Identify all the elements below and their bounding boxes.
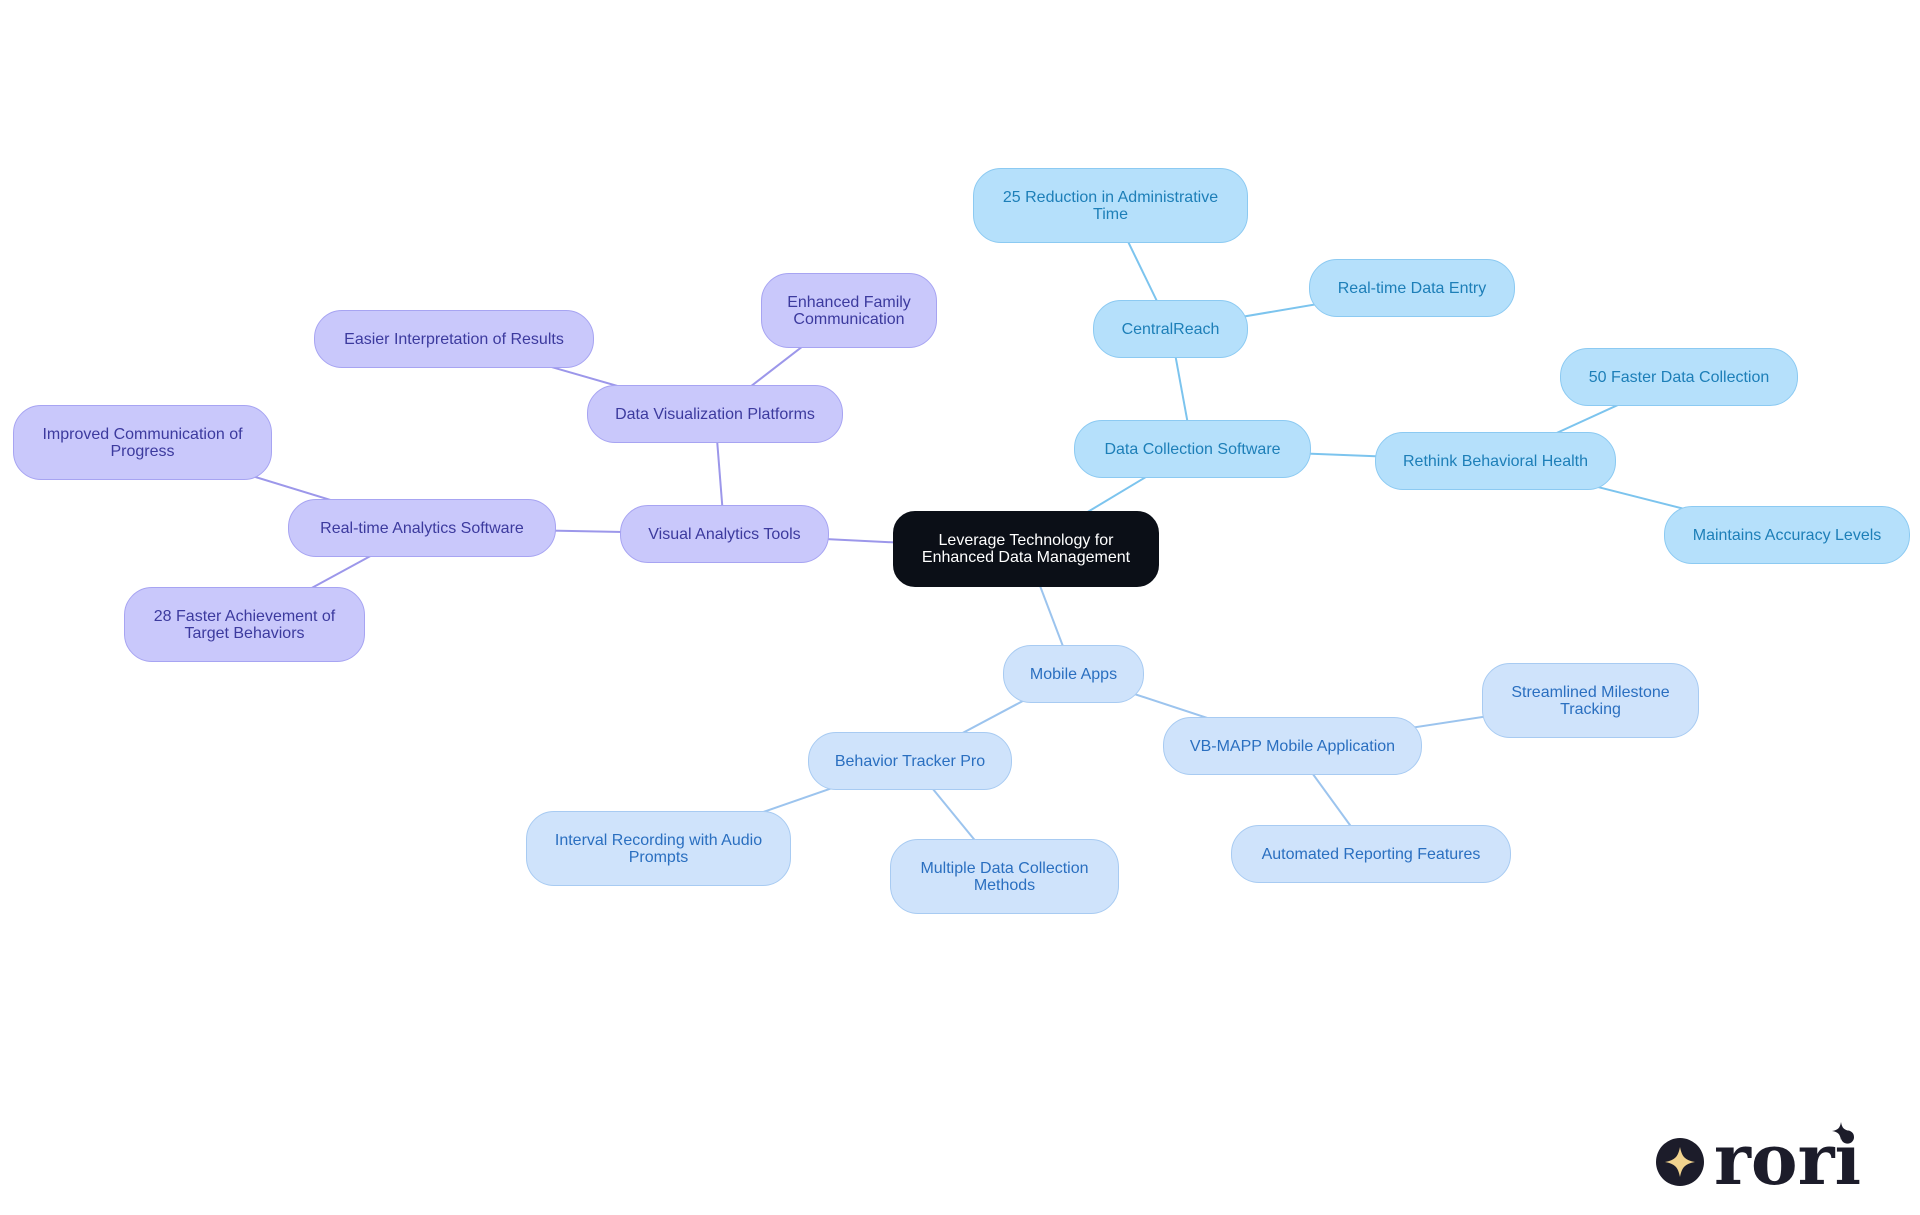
- node-maintains-accuracy: Maintains Accuracy Levels: [1664, 506, 1910, 564]
- node-improved-communication: Improved Communication of Progress: [13, 405, 272, 480]
- logo-star-icon: [1832, 1122, 1850, 1140]
- node-visual-analytics-tools: Visual Analytics Tools: [620, 505, 829, 563]
- node-admin-time-reduction: 25 Reduction in Administrative Time: [973, 168, 1248, 243]
- rori-logo: rori: [1656, 1122, 1860, 1186]
- node-faster-data-collection: 50 Faster Data Collection: [1560, 348, 1798, 406]
- node-data-collection-software: Data Collection Software: [1074, 420, 1311, 478]
- logo-wordmark: rori: [1714, 1122, 1860, 1186]
- node-interval-recording: Interval Recording with Audio Prompts: [526, 811, 791, 886]
- node-real-time-data-entry: Real-time Data Entry: [1309, 259, 1515, 317]
- node-multiple-collection-methods: Multiple Data Collection Methods: [890, 839, 1119, 914]
- root-node: Leverage Technology for Enhanced Data Ma…: [893, 511, 1159, 587]
- node-vb-mapp-app: VB-MAPP Mobile Application: [1163, 717, 1422, 775]
- node-faster-target-behaviors: 28 Faster Achievement of Target Behavior…: [124, 587, 365, 662]
- node-data-visualization-platforms: Data Visualization Platforms: [587, 385, 843, 443]
- node-easier-interpretation: Easier Interpretation of Results: [314, 310, 594, 368]
- sparkle-icon: [1656, 1138, 1704, 1186]
- node-mobile-apps: Mobile Apps: [1003, 645, 1144, 703]
- node-centralreach: CentralReach: [1093, 300, 1248, 358]
- node-milestone-tracking: Streamlined Milestone Tracking: [1482, 663, 1699, 738]
- node-enhanced-family-communication: Enhanced Family Communication: [761, 273, 937, 348]
- node-real-time-analytics-software: Real-time Analytics Software: [288, 499, 556, 557]
- node-rethink-behavioral-health: Rethink Behavioral Health: [1375, 432, 1616, 490]
- node-automated-reporting: Automated Reporting Features: [1231, 825, 1511, 883]
- node-behavior-tracker-pro: Behavior Tracker Pro: [808, 732, 1012, 790]
